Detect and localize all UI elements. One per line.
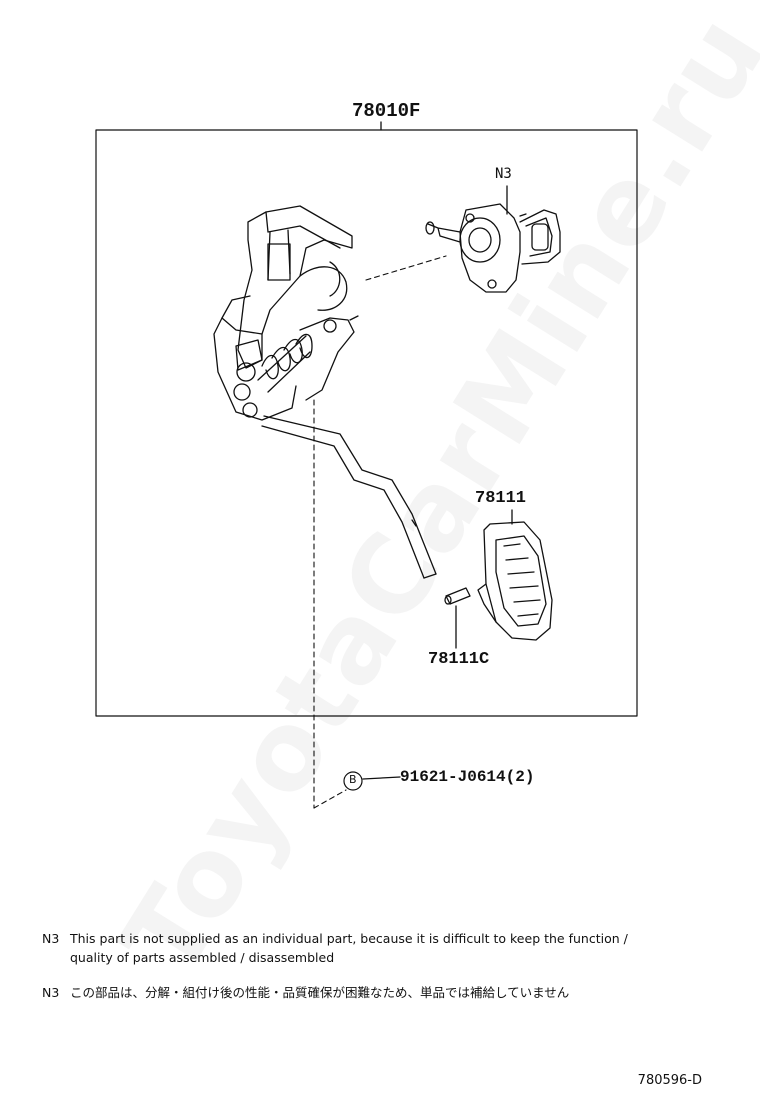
note-english-text: This part is not supplied as an individu… (70, 931, 628, 946)
drawing-id: 780596-D (637, 1073, 702, 1088)
note-japanese-tag: N3 (42, 985, 60, 1000)
pedal-pad-illustration (477, 521, 553, 641)
note-japanese: N3 この部品は、分解・組付け後の性能・品質確保が困難なため、単品では補給していま… (42, 982, 569, 1001)
return-spring-illustration (257, 333, 313, 393)
pin-illustration (444, 587, 471, 605)
bolt-leader (362, 776, 401, 780)
pin-callout: 78111C (428, 650, 490, 669)
assembly-frame (95, 129, 638, 717)
sensor-callout: N3 (495, 166, 512, 182)
note-english-line1: N3 This part is not supplied as an indivi… (42, 931, 628, 946)
sensor-n3-illustration (425, 203, 561, 293)
sensor-dashed-line (365, 255, 447, 281)
assembly-callout: 78010F (352, 100, 421, 122)
pad-callout: 78111 (475, 489, 527, 508)
bolt-marker-letter: B (349, 773, 357, 786)
pedal-lever-illustration (261, 415, 437, 579)
note-japanese-text: この部品は、分解・組付け後の性能・品質確保が困難なため、単品では補給していません (70, 985, 570, 1000)
bolt-marker-circle (343, 771, 363, 791)
note-english-tag: N3 (42, 931, 60, 946)
note-english-line2: quality of parts assembled / disassemble… (70, 950, 335, 965)
bolt-dashed-diag (313, 789, 347, 809)
pedal-bracket-illustration (213, 205, 359, 421)
bolt-callout: 91621-J0614(2) (400, 768, 535, 786)
